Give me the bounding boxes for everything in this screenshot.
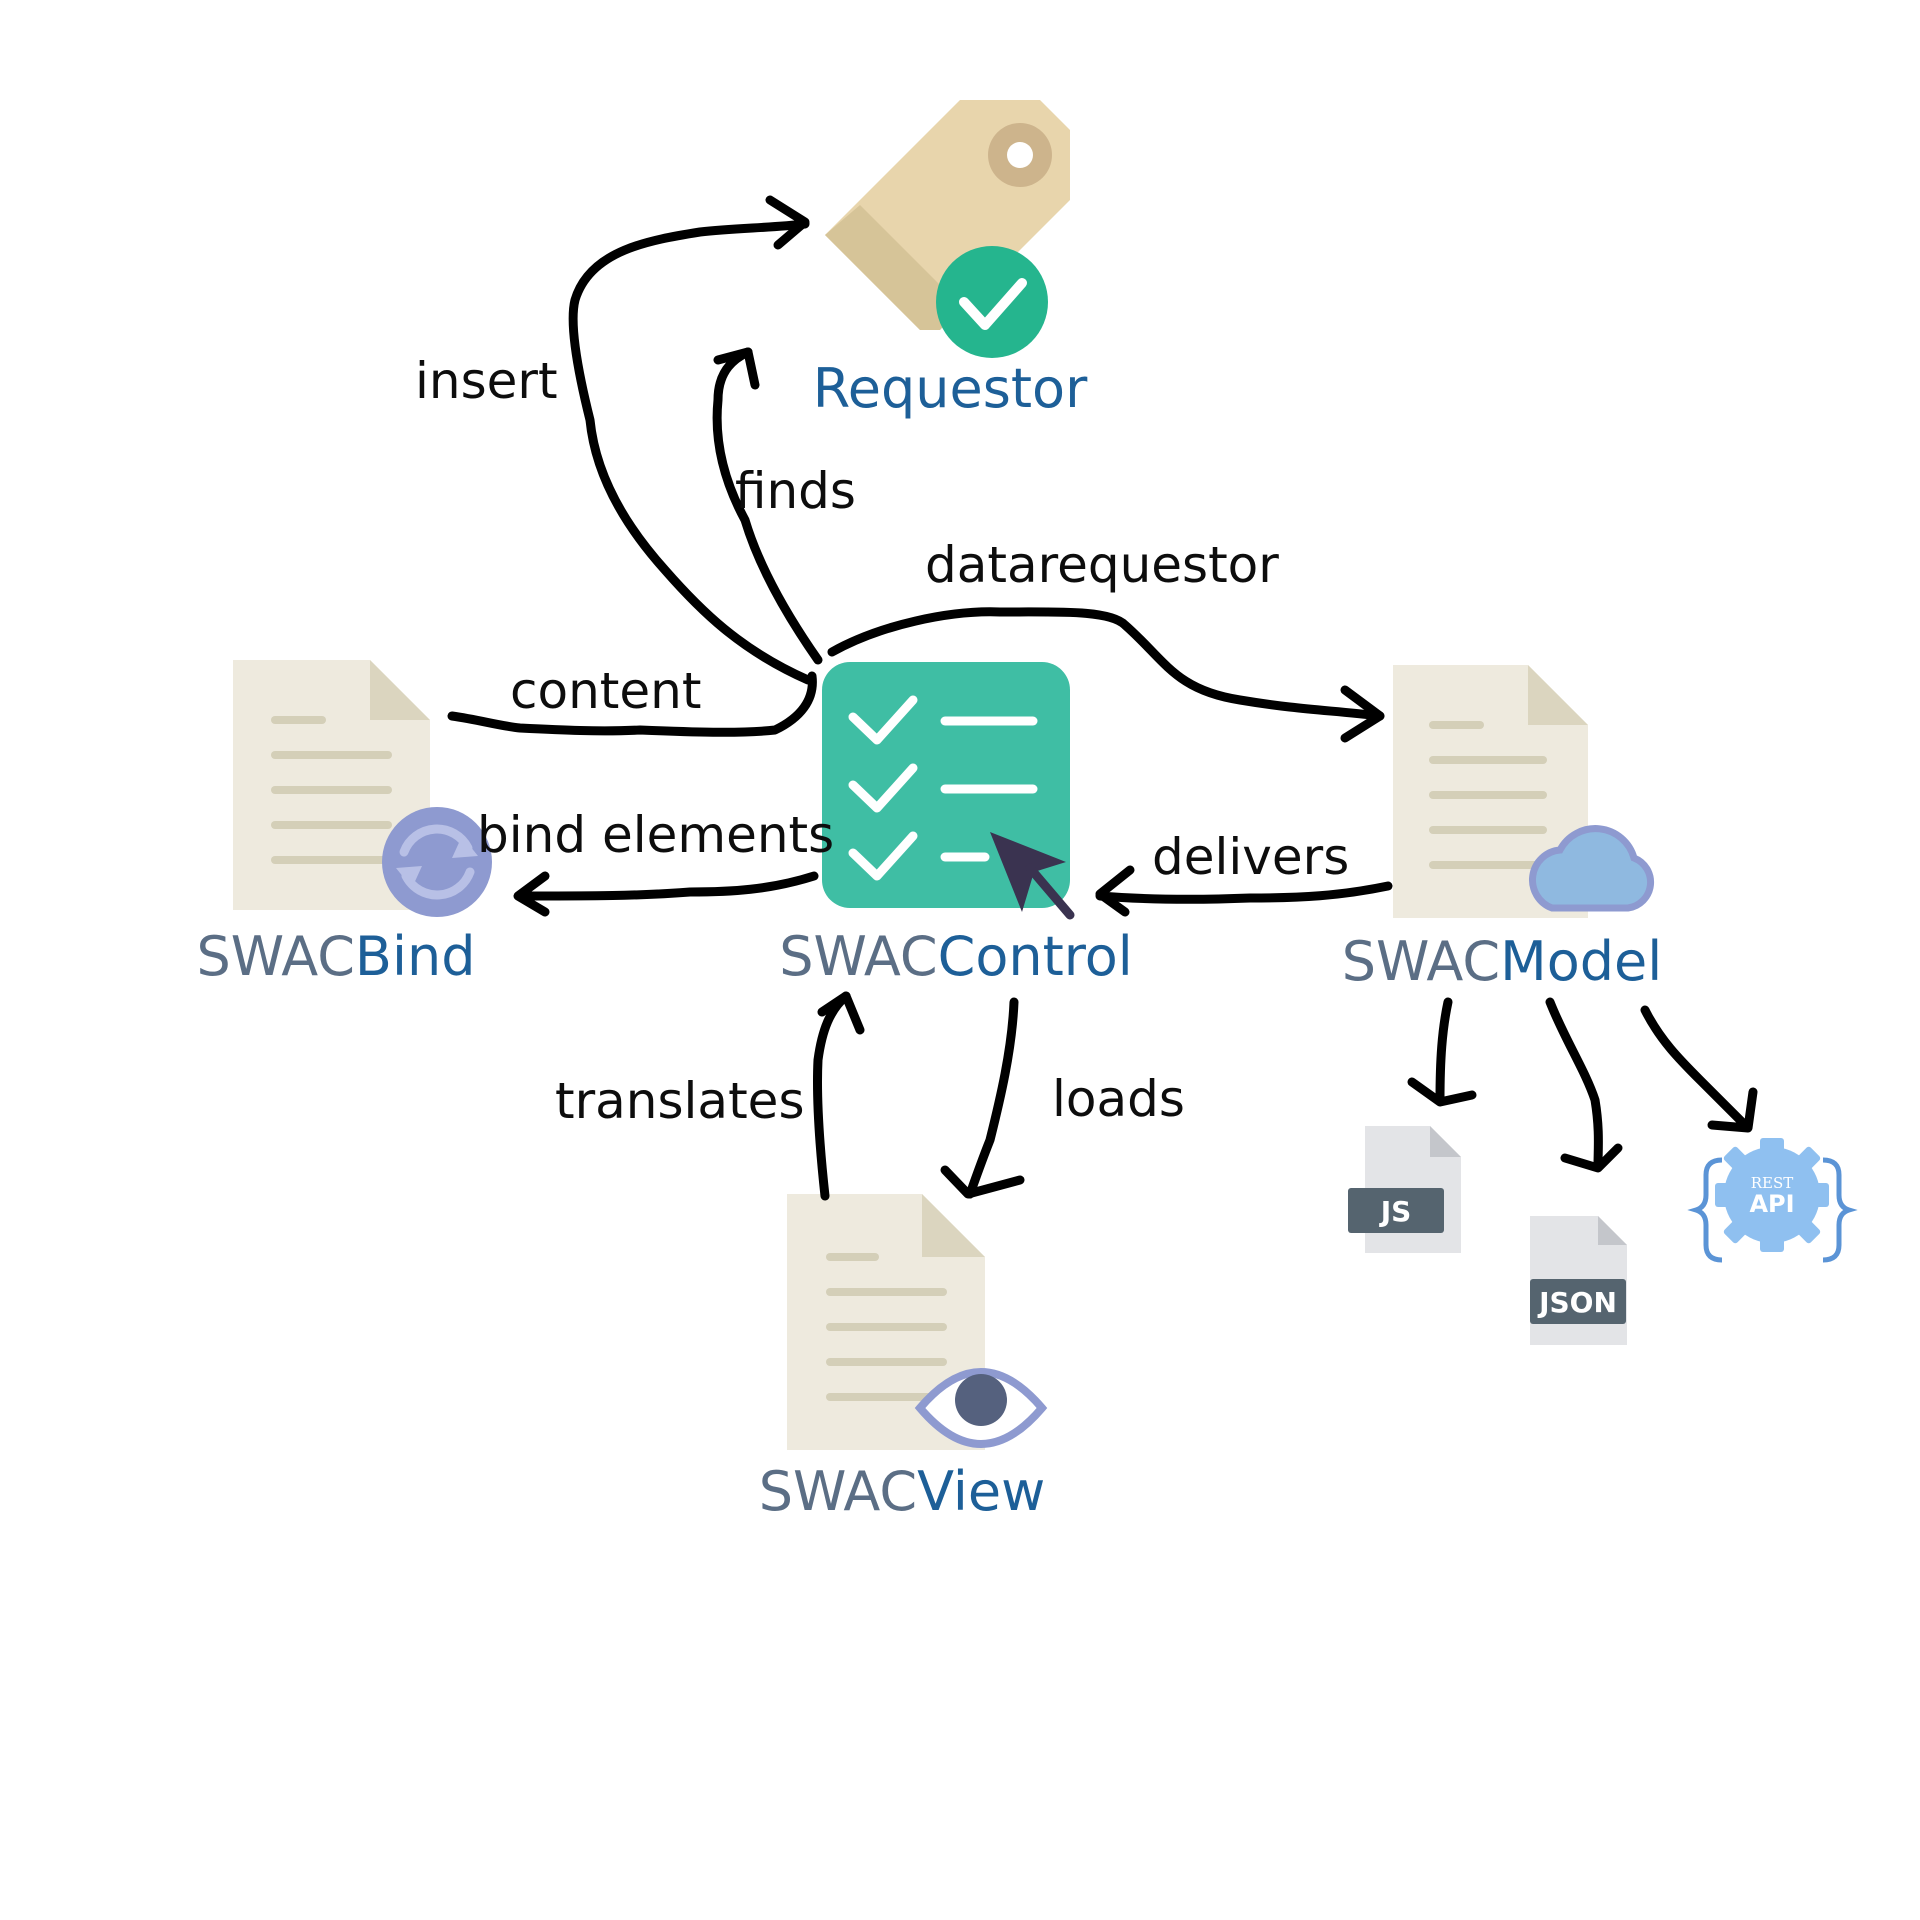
control-title: SWACControl — [779, 925, 1133, 988]
label-finds: finds — [735, 462, 856, 520]
view-title: SWACView — [759, 1460, 1046, 1523]
eye-icon — [914, 1368, 1048, 1448]
arrow-finds — [712, 347, 823, 665]
arrow-translates — [812, 991, 851, 1201]
arrow-model-json-head — [1560, 1143, 1623, 1173]
arrow-bind-elements — [515, 871, 819, 901]
rest-api-icon: REST API — [1687, 1138, 1858, 1263]
arrow-bind-elements-head — [513, 871, 550, 917]
label-insert: insert — [415, 352, 558, 410]
arrow-model-js — [1435, 997, 1453, 1105]
svg-text:REST: REST — [1751, 1174, 1794, 1192]
requestor-title: Requestor — [813, 357, 1088, 420]
label-loads: loads — [1052, 1070, 1185, 1128]
label-datarequestor: datarequestor — [925, 536, 1279, 594]
label-content: content — [510, 662, 701, 720]
json-file-icon: JSON — [1530, 1216, 1627, 1345]
document-icon — [787, 1194, 985, 1450]
arrow-translates-head — [817, 991, 865, 1035]
arrow-datarequestor-head — [1340, 685, 1385, 743]
arrow-loads-head — [940, 1165, 1025, 1199]
arrow-model-rest — [1640, 1005, 1750, 1130]
arrow-loads — [965, 997, 1019, 1199]
arrow-insert-head — [765, 195, 810, 250]
document-icon — [1393, 665, 1588, 918]
arrow-model-json — [1545, 997, 1603, 1170]
arrow-delivers-head — [1095, 865, 1135, 917]
arrow-datarequestor — [827, 607, 1385, 721]
svg-text:API: API — [1749, 1190, 1794, 1218]
cursor-icon — [990, 832, 1075, 920]
arrow-finds-head — [713, 347, 760, 390]
arrow-insert — [568, 219, 813, 685]
svg-text:JS: JS — [1379, 1195, 1412, 1228]
arrow-model-js-head — [1407, 1077, 1477, 1107]
document-icon — [233, 660, 430, 910]
svg-text:JSON: JSON — [1537, 1286, 1617, 1319]
js-file-icon: JS — [1348, 1126, 1461, 1253]
cloud-icon — [1529, 825, 1655, 912]
label-bind-elements: bind elements — [477, 806, 834, 864]
model-title: SWACModel — [1342, 930, 1663, 993]
arrow-delivers — [1095, 881, 1393, 904]
arrow-content — [447, 671, 817, 737]
check-icon — [936, 246, 1048, 358]
arrow-model-rest-head — [1707, 1087, 1758, 1133]
bind-title: SWACBind — [197, 925, 476, 988]
tag-icon — [825, 100, 1070, 330]
label-delivers: delivers — [1152, 828, 1349, 886]
label-translates: translates — [555, 1072, 805, 1130]
sync-icon — [382, 807, 492, 917]
